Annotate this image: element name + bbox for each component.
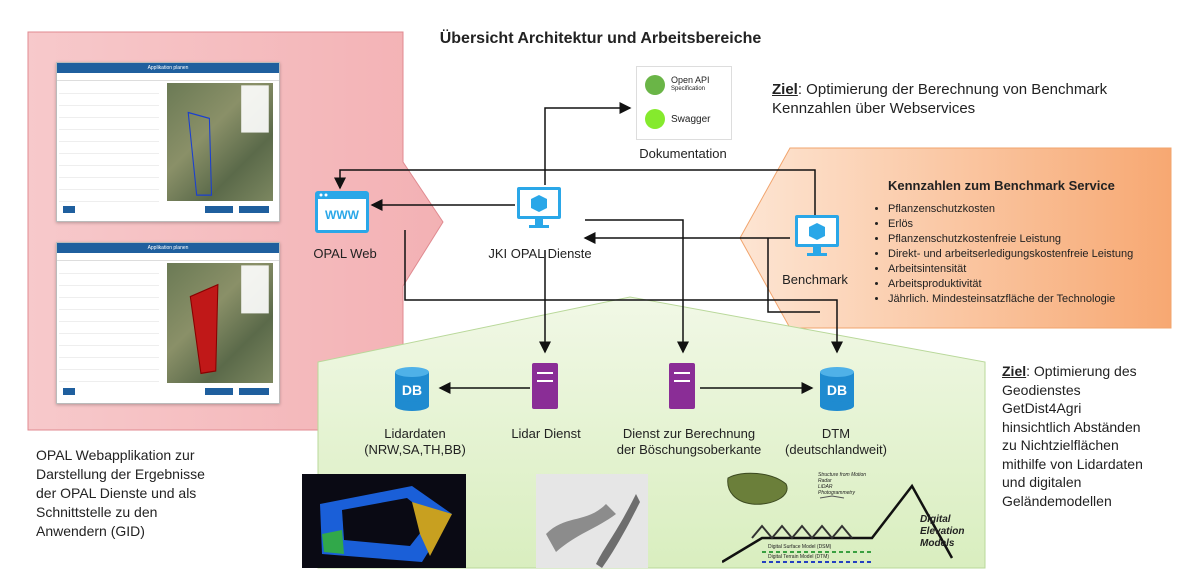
boeschung-line2: der Böschungsoberkante xyxy=(616,442,762,457)
screenshot-title-bar: Applikation planen xyxy=(57,63,279,73)
lidar-server-icon xyxy=(531,362,559,415)
db-text: DB xyxy=(401,382,423,398)
screenshot-button xyxy=(239,388,269,395)
ziel-geodienst: Ziel: Optimierung des Geodienstes GetDis… xyxy=(1002,362,1192,510)
dem-heading: Digital Elevation Models xyxy=(920,514,964,550)
dem-heading-line: Elevation xyxy=(920,526,965,537)
benchmark-label: Benchmark xyxy=(782,272,848,287)
opal-desc-line: OPAL Webapplikation zur xyxy=(36,447,195,463)
kennzahlen-list: Pflanzenschutzkosten Erlös Pflanzenschut… xyxy=(870,202,1188,307)
dem-heading-line: Models xyxy=(920,538,955,549)
opal-description: OPAL Webapplikation zur Darstellung der … xyxy=(36,446,205,541)
lidardaten-line1: Lidardaten xyxy=(384,426,446,441)
swagger-text: Swagger xyxy=(671,114,711,125)
opal-web-label: OPAL Web xyxy=(313,246,377,261)
boeschung-dienst-label: Dienst zur Berechnung der Böschungsoberk… xyxy=(614,426,764,458)
kennzahlen-title: Kennzahlen zum Benchmark Service xyxy=(888,178,1115,193)
opal-desc-line: der OPAL Dienste und als xyxy=(36,485,197,501)
swagger-icon xyxy=(645,109,665,129)
screenshot-button xyxy=(63,388,75,395)
opal-desc-line: Schnittstelle zu den xyxy=(36,504,158,520)
dtm-db-icon: DB xyxy=(819,366,855,417)
dsm-label: Digital Surface Model (DSM) xyxy=(768,544,832,550)
screenshot-tabs xyxy=(57,73,279,81)
dtm-line1: DTM xyxy=(821,426,851,441)
list-item: Erlös xyxy=(888,217,1188,232)
web-icon: WWW xyxy=(314,190,370,234)
dtm-label: DTM (deutschlandweit) xyxy=(780,426,892,458)
ziel-text: : Optimierung der Berechnung von Benchma… xyxy=(772,81,1108,117)
opal-desc-line: Darstellung der Ergebnisse xyxy=(36,466,205,482)
db-text: DB xyxy=(826,382,848,398)
ziel-prefix: Ziel xyxy=(772,81,798,98)
web-icon-text: WWW xyxy=(325,208,359,222)
boeschung-server-icon xyxy=(668,362,696,415)
screenshot-button xyxy=(239,206,269,213)
screenshot-form xyxy=(59,85,159,205)
screenshot-tabs xyxy=(57,253,279,261)
dtm-model-label: Digital Terrain Model (DTM) xyxy=(768,554,830,560)
satellite-map xyxy=(167,83,273,201)
lidardaten-line2: (NRW,SA,TH,BB) xyxy=(364,442,466,457)
screenshot-form xyxy=(59,265,159,385)
list-item: Arbeitsintensität xyxy=(888,262,1188,277)
screenshot-button xyxy=(205,206,233,213)
screenshot-title-bar: Applikation planen xyxy=(57,243,279,253)
documentation-label: Dokumentation xyxy=(639,146,727,161)
dem-sensor-label: Structure from Motion xyxy=(818,472,867,478)
geodienst-panel xyxy=(317,296,986,569)
lidardaten-label: Lidardaten (NRW,SA,TH,BB) xyxy=(350,426,480,458)
dem-sensor-labels: Structure from Motion Radar LiDAR Photog… xyxy=(818,472,866,496)
benchmark-monitor-icon xyxy=(794,214,840,263)
benchmark-panel xyxy=(739,147,1172,329)
ziel2-line: Geländemodellen xyxy=(1002,492,1112,509)
opal-desc-line: Anwendern (GID) xyxy=(36,523,145,539)
arrow-jki-to-doku xyxy=(544,102,632,185)
opal-app-screenshot-1: Applikation planen xyxy=(56,62,280,222)
dem-sensor-label: Photogrammetry xyxy=(818,490,855,496)
boeschung-line1: Dienst zur Berechnung xyxy=(622,426,756,441)
lidar-pointcloud-image xyxy=(302,474,466,568)
dem-sensor-label: LiDAR xyxy=(818,484,833,490)
arrow-jki-to-dtm xyxy=(404,230,843,354)
jki-label: JKI OPAL Dienste xyxy=(488,246,592,261)
arrow-benchmark-down xyxy=(767,238,820,313)
lidardaten-db-icon: DB xyxy=(394,366,430,417)
list-item: Pflanzenschutzkosten xyxy=(888,202,1188,217)
opal-app-screenshot-2: Applikation planen xyxy=(56,242,280,404)
dtm-line2: (deutschlandweit) xyxy=(785,442,887,457)
ziel2-prefix: Ziel xyxy=(1002,363,1027,379)
ziel2-line: zu Nichtzielflächen xyxy=(1002,437,1119,453)
list-item: Pflanzenschutzkostenfreie Leistung xyxy=(888,232,1188,247)
arrow-benchmark-to-web xyxy=(334,169,816,215)
ziel2-line: und digitalen xyxy=(1002,474,1082,490)
satellite-map xyxy=(167,263,273,383)
ziel2-line: Geodienstes xyxy=(1002,381,1081,398)
arrow-jki-to-dienst xyxy=(585,219,689,354)
jki-monitor-icon xyxy=(516,186,562,235)
slope-grayscale-image xyxy=(536,474,648,568)
page-title: Übersicht Architektur und Arbeitsbereich… xyxy=(439,30,762,47)
ziel2-line: : Optimierung des xyxy=(1026,363,1137,379)
screenshot-button xyxy=(63,206,75,213)
ziel2-line: mithilfe von Lidardaten xyxy=(1002,455,1143,472)
dem-heading-line: Digital xyxy=(920,514,951,525)
list-item: Direkt- und arbeitserledigungskostenfrei… xyxy=(888,247,1188,262)
openapi-subtext: Specification xyxy=(671,86,706,92)
list-item: Jährlich. Mindesteinsatzfläche der Techn… xyxy=(888,292,1188,307)
screenshot-button xyxy=(205,388,233,395)
documentation-box: Open API Specification Swagger xyxy=(636,66,732,140)
dem-sensor-label: Radar xyxy=(818,478,832,484)
list-item: Arbeitsproduktivität xyxy=(888,277,1188,292)
ziel2-line: hinsichtlich Abständen xyxy=(1002,418,1141,435)
openapi-icon xyxy=(645,75,665,95)
ziel-webservices: Ziel: Optimierung der Berechnung von Ben… xyxy=(772,80,1182,118)
lidar-dienst-label: Lidar Dienst xyxy=(511,426,581,441)
openapi-text: Open API xyxy=(671,75,710,85)
ziel2-line: GetDist4Agri xyxy=(1002,400,1082,416)
dem-illustration: Structure from Motion Radar LiDAR Photog… xyxy=(721,466,984,570)
